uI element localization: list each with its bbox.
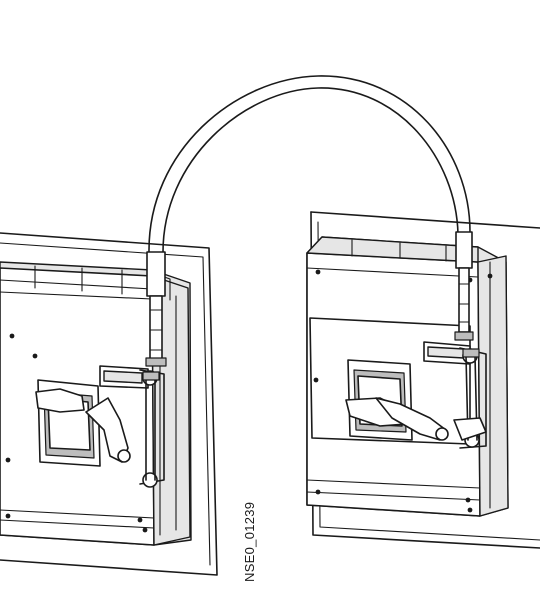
left-cable-ferrule: [145, 251, 167, 367]
left-circuit-breaker: [0, 232, 218, 576]
left-interlock-bracket: [99, 365, 165, 488]
drawing-id-label: NSE0_01239: [242, 502, 257, 582]
right-cable-ferrule: [454, 231, 474, 341]
left-handle-window: [35, 379, 131, 467]
right-circuit-breaker: [306, 211, 540, 549]
left-mounting-plate: [0, 232, 218, 576]
right-handle-window: [345, 359, 449, 441]
right-interlock-bracket: [423, 341, 487, 449]
bowden-cable: [145, 75, 474, 367]
